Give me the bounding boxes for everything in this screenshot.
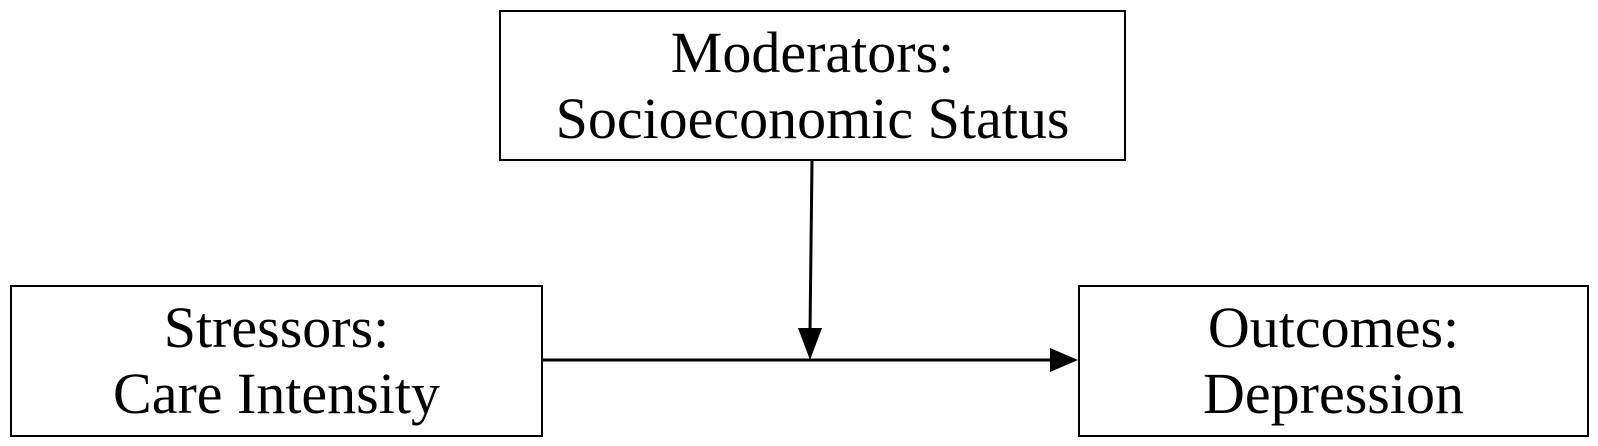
outcome-variable: Depression: [1203, 361, 1464, 426]
outcome-box: Outcomes: Depression: [1078, 285, 1589, 437]
stressor-box: Stressors: Care Intensity: [10, 285, 543, 437]
moderator-box: Moderators: Socioeconomic Status: [499, 10, 1126, 161]
stressor-variable: Care Intensity: [113, 361, 440, 426]
outcome-heading: Outcomes:: [1207, 295, 1460, 360]
main-path-arrowhead: [1050, 348, 1078, 372]
stressor-heading: Stressors:: [163, 295, 390, 360]
moderator-arrow-line: [808, 160, 814, 333]
moderator-variable: Socioeconomic Status: [555, 85, 1070, 151]
moderator-arrowhead: [798, 328, 822, 360]
moderator-heading: Moderators:: [670, 19, 955, 85]
